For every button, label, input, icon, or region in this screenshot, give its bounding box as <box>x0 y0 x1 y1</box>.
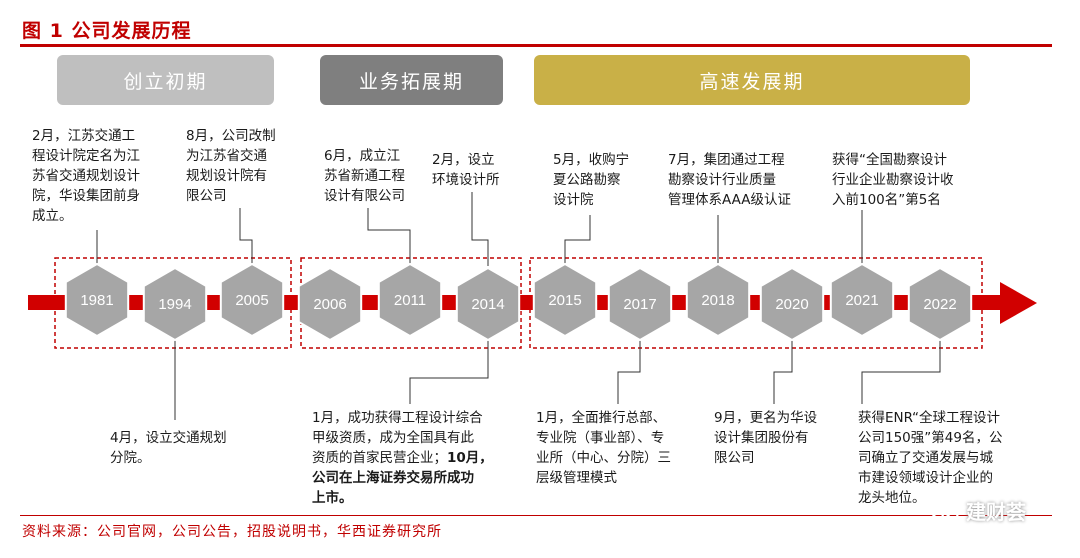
year-hexagons: 1981 1994 2005 2006 2011 2014 2015 2017 2018 2020… <box>64 262 973 342</box>
note-2011: 6月，成立江苏省新通工程设计有限公司 <box>324 148 405 204</box>
connector-2005 <box>239 208 253 266</box>
year-label-2014: 2014 <box>471 296 504 313</box>
note-2022: 获得ENR“全球工程设计公司150强”第49名，公司确立了交通发展与城市建设领域… <box>858 410 1003 506</box>
watermark: 建财荟 <box>930 496 1026 525</box>
year-hexagon-2006 <box>297 266 363 342</box>
year-label-2005: 2005 <box>235 292 268 309</box>
note-2014-listing: 1月，成功获得工程设计综合 甲级资质，成为全国具有此 资质的首家民营企业；10月… <box>312 410 493 506</box>
year-label-2011: 2011 <box>394 292 426 309</box>
connector-2014 <box>471 192 489 266</box>
year-label-2020: 2020 <box>775 296 808 313</box>
year-label-2021: 2021 <box>845 292 878 309</box>
note-2014: 2月，设立环境设计所 <box>432 152 500 188</box>
year-hexagon-2015 <box>532 262 598 338</box>
phase-rapid-growth: 高速发展期 <box>534 55 970 105</box>
year-hexagon-2020 <box>759 266 825 342</box>
year-label-1994: 1994 <box>158 296 191 313</box>
note-2021: 获得“全国勘察设计行业企业勘察设计收入前100名”第5名 <box>832 152 954 208</box>
note-2018: 7月，集团通过工程勘察设计行业质量管理体系AAA级认证 <box>668 152 791 208</box>
year-hexagon-2022 <box>907 266 973 342</box>
year-hexagon-1981 <box>64 262 130 338</box>
watermark-text: 建财荟 <box>966 500 1026 524</box>
connector-2014-b <box>409 340 489 404</box>
note-2017: 1月，全面推行总部、专业院（事业部）、专业所（中心、分院）三层级管理模式 <box>536 410 671 486</box>
source-note: 资料来源：公司官网，公司公告，招股说明书，华西证券研究所 <box>22 524 442 540</box>
year-hexagon-1994 <box>142 266 208 342</box>
timeline-arrowhead <box>1000 282 1037 324</box>
timeline-diagram: 1981 1994 2005 2006 2011 2014 2015 2017 2018 2020… <box>28 192 1037 420</box>
phase-founding: 创立初期 <box>57 55 274 105</box>
year-label-2006: 2006 <box>313 296 346 313</box>
connector-2011 <box>367 208 411 266</box>
year-hexagon-2011 <box>377 262 443 338</box>
note-1981: 2月，江苏交通工程设计院定名为江苏省交通规划设计院，华设集团前身成立。 <box>32 128 140 224</box>
phase-expansion: 业务拓展期 <box>320 55 503 105</box>
year-label-1981: 1981 <box>80 292 113 309</box>
year-hexagon-2018 <box>685 262 751 338</box>
year-hexagon-2021 <box>829 262 895 338</box>
note-2020: 9月，更名为华设设计集团股份有限公司 <box>714 410 818 466</box>
year-label-2018: 2018 <box>701 292 734 309</box>
year-hexagon-2017 <box>607 266 673 342</box>
title-rule <box>20 44 1052 47</box>
year-label-2017: 2017 <box>623 296 656 313</box>
year-hexagon-2014 <box>455 266 521 342</box>
wechat-icon <box>930 500 959 520</box>
connector-2022 <box>861 340 941 404</box>
figure-title: 图 1 公司发展历程 <box>22 20 192 42</box>
year-label-2022: 2022 <box>923 296 956 313</box>
connector-lines <box>96 192 941 420</box>
year-hexagon-2005 <box>219 262 285 338</box>
connector-2017 <box>617 340 641 404</box>
connector-2015 <box>564 215 591 266</box>
connector-2020 <box>773 340 793 404</box>
source-rule <box>20 515 1052 516</box>
note-1994: 4月，设立交通规划分院。 <box>110 430 227 466</box>
note-2015: 5月，收购宁夏公路勘察设计院 <box>553 152 630 208</box>
year-label-2015: 2015 <box>548 292 581 309</box>
note-2005: 8月，公司改制为江苏省交通规划设计院有限公司 <box>186 128 276 204</box>
